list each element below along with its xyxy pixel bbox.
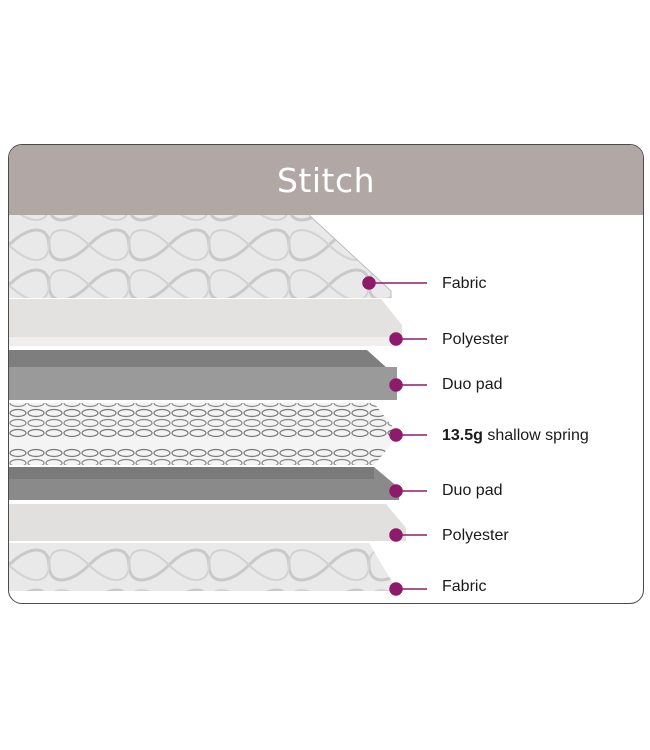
marker-dot [389,378,403,392]
layer-label-duo-pad-top: Duo pad [442,376,503,393]
marker-dot [389,428,403,442]
polyester-bottom-layer [9,504,406,541]
fabric-top-layer [9,215,391,298]
header-bar: Stitch [9,145,643,215]
marker-dot [389,582,403,596]
layer-label-duo-pad-bottom: Duo pad [442,482,503,499]
layer-label-fabric-bottom: Fabric [442,578,487,595]
layer-label-polyester-bottom: Polyester [442,527,509,544]
polyester-top-layer [9,299,402,346]
layer-label-fabric-top: Fabric [442,275,487,292]
page-title: Stitch [276,160,376,200]
marker-dot [389,484,403,498]
spring-label-text: shallow spring [482,427,589,444]
layer-label-polyester-top: Polyester [442,331,509,348]
mattress-layers-diagram [9,214,427,596]
spring-layer [9,403,399,465]
marker-dot [362,276,376,290]
marker-dot [389,528,403,542]
mattress-card: Stitch [8,144,644,604]
layer-label-spring: 13.5g shallow spring [442,427,589,445]
marker-dot [389,332,403,346]
spring-weight: 13.5g [442,427,483,444]
fabric-bottom-layer [9,543,394,591]
